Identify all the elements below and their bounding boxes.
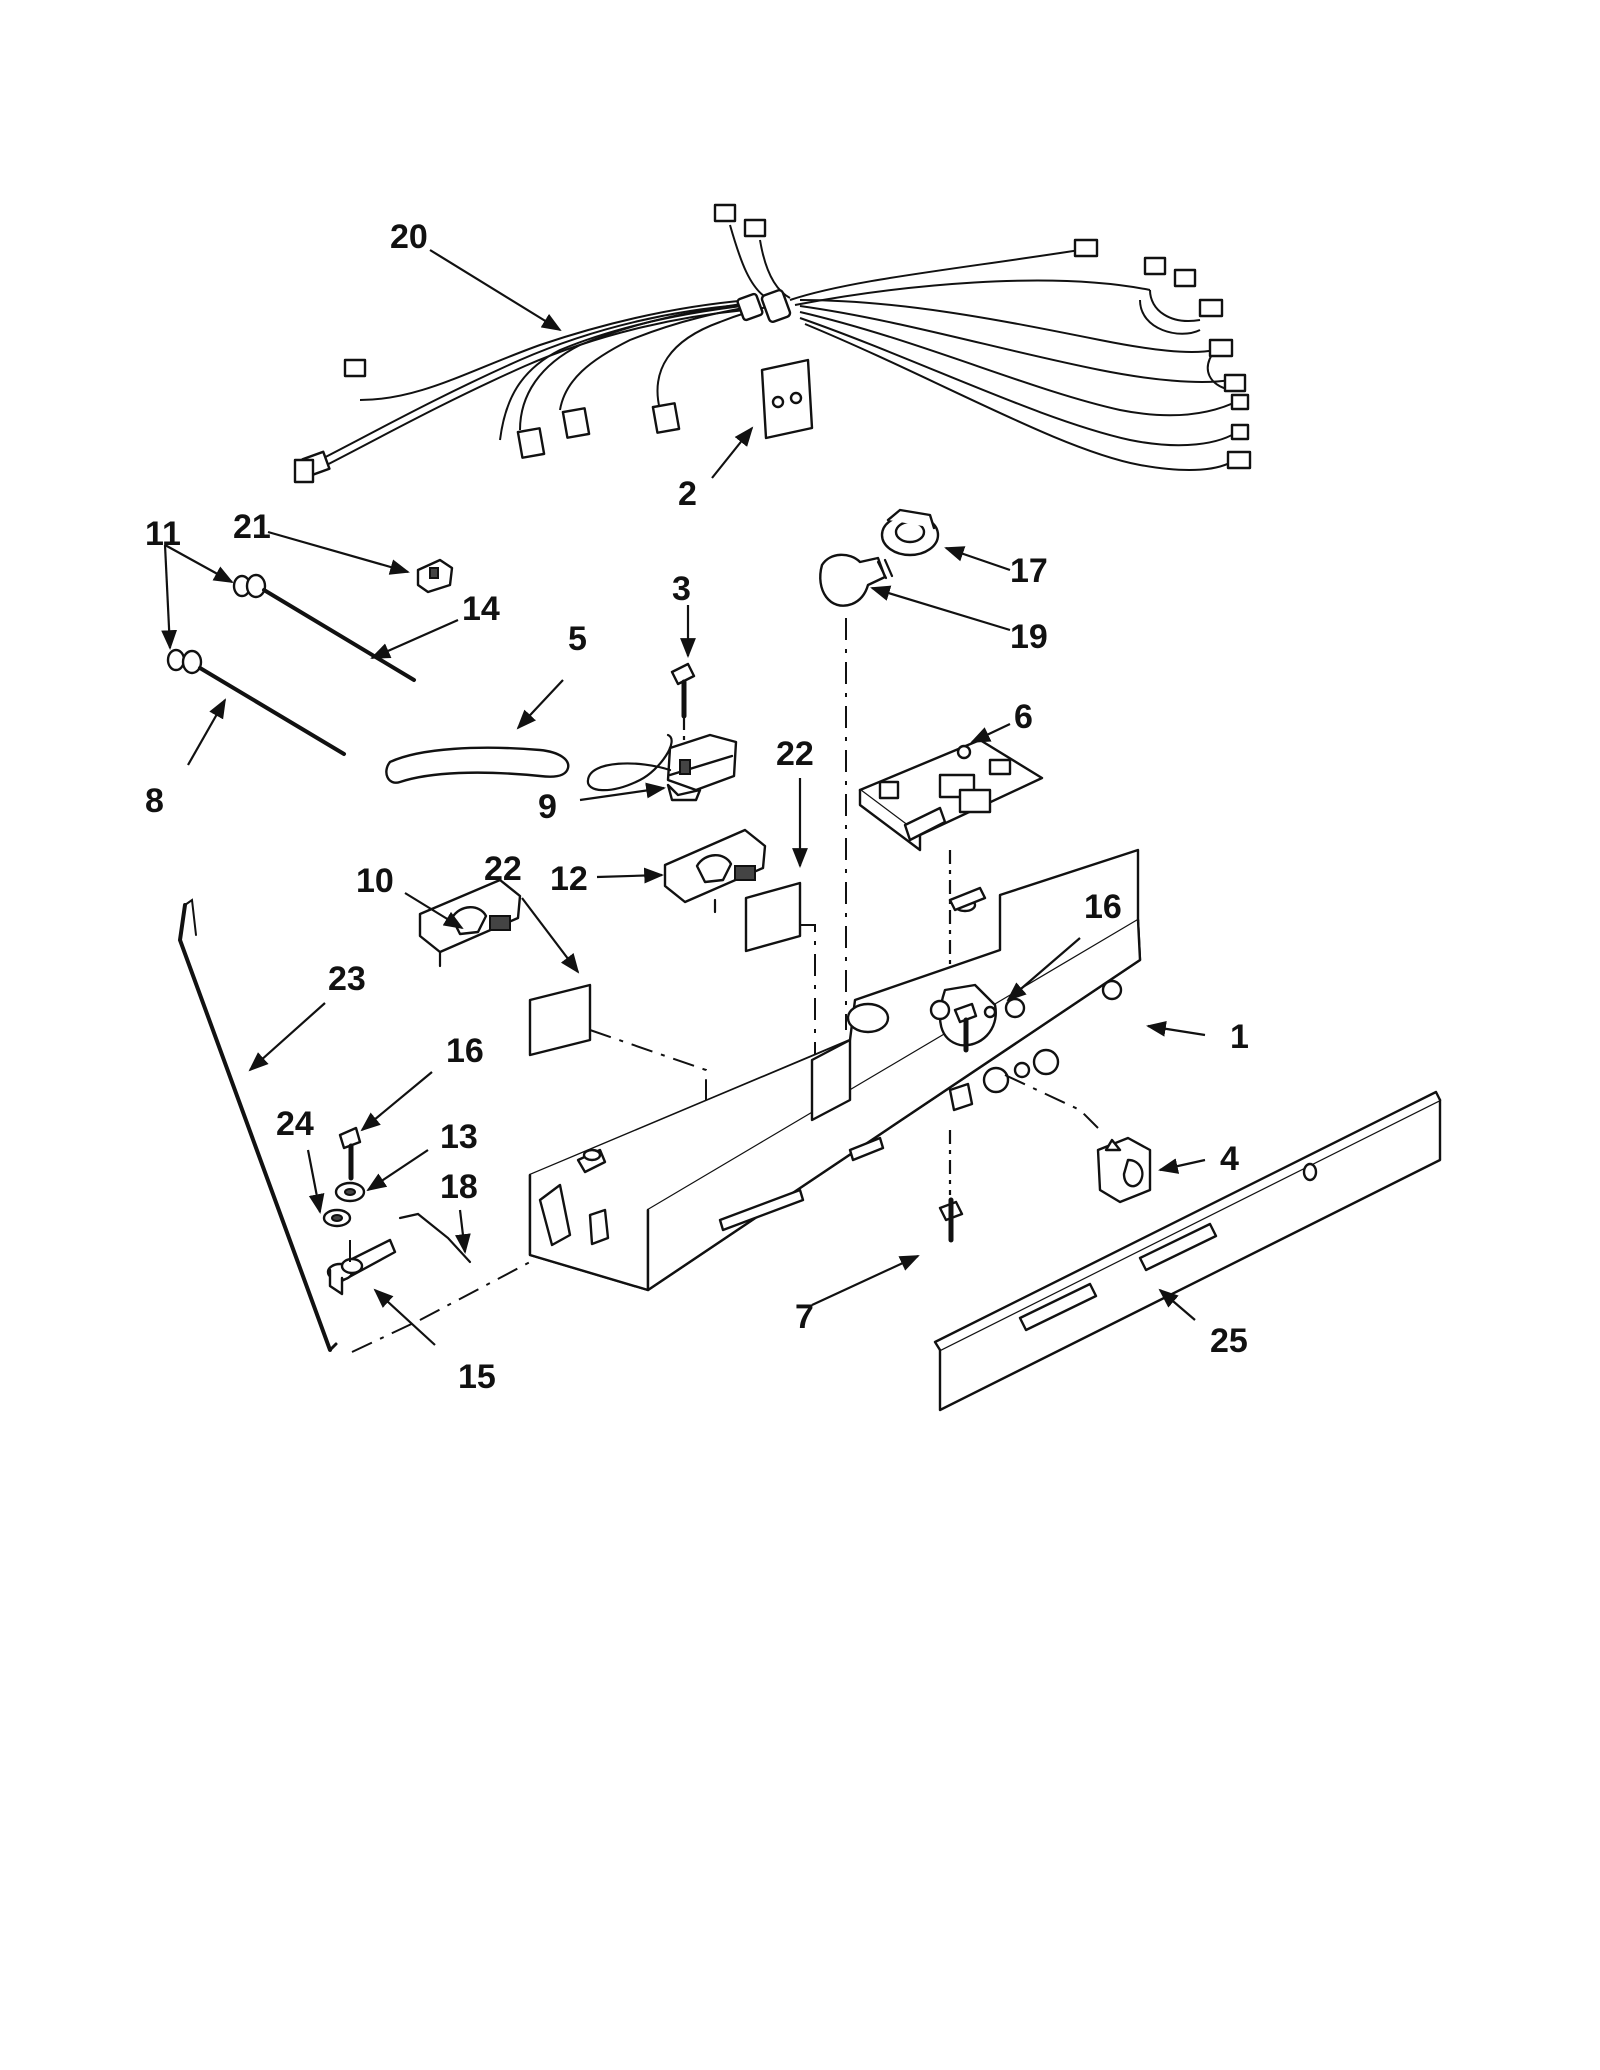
screw-left [338, 1126, 362, 1181]
washer-13 [334, 1181, 366, 1203]
callout-13: 13 [440, 1118, 478, 1156]
callout-5: 5 [568, 620, 587, 658]
screw-housing [953, 1002, 978, 1053]
trim-strip [933, 1090, 1442, 1412]
control-switch [1096, 1136, 1152, 1204]
callout-11: 11 [145, 515, 181, 553]
callout-8: 8 [145, 782, 164, 820]
callout-22-left: 22 [484, 850, 522, 888]
insulation-pad [760, 358, 814, 440]
hinge-bracket [326, 1238, 397, 1296]
hose [385, 746, 570, 784]
callout-16-left: 16 [446, 1032, 484, 1070]
callout-7: 7 [795, 1298, 814, 1336]
wire-18 [398, 1212, 472, 1264]
callout-6: 6 [1014, 698, 1033, 736]
callout-1: 1 [1230, 1018, 1249, 1056]
callout-labels: 20 2 11 21 14 3 17 19 5 6 8 9 22 10 22 1… [145, 218, 1249, 1396]
label-left [528, 983, 592, 1057]
door-switch [586, 733, 738, 802]
callout-18: 18 [440, 1168, 478, 1206]
callout-17: 17 [1010, 552, 1048, 590]
tube-clip [416, 558, 454, 594]
callout-24: 24 [276, 1105, 314, 1143]
callout-3: 3 [672, 570, 691, 608]
control-housing [528, 848, 1142, 1292]
callout-23: 23 [328, 960, 366, 998]
sensor-bracket-right [663, 828, 767, 914]
callout-12: 12 [550, 860, 588, 898]
callout-14: 14 [462, 590, 500, 628]
callout-10: 10 [356, 862, 394, 900]
callout-4: 4 [1220, 1140, 1239, 1178]
long-rod [177, 898, 338, 1352]
callout-21: 21 [233, 508, 271, 546]
leader-lines [161, 249, 1206, 1346]
label-right [744, 881, 802, 953]
callout-22-right: 22 [776, 735, 814, 773]
screw-bottom [938, 1130, 964, 1243]
callout-9: 9 [538, 788, 557, 826]
screw-upper [670, 662, 696, 719]
callout-19: 19 [1010, 618, 1048, 656]
grommet-and-tube-lower [166, 648, 346, 756]
grommet-and-tube-upper [232, 573, 416, 682]
callout-25: 25 [1210, 1322, 1248, 1360]
lamp-socket [880, 508, 940, 557]
callout-2: 2 [678, 475, 697, 513]
washer-24 [322, 1208, 352, 1228]
light-bulb [819, 553, 894, 607]
callout-15: 15 [458, 1358, 496, 1396]
callout-20: 20 [390, 218, 428, 256]
sensor-bracket-left [418, 878, 522, 968]
wire-harness [293, 203, 1252, 484]
control-board [858, 738, 1044, 852]
callout-16-housing: 16 [1084, 888, 1122, 926]
